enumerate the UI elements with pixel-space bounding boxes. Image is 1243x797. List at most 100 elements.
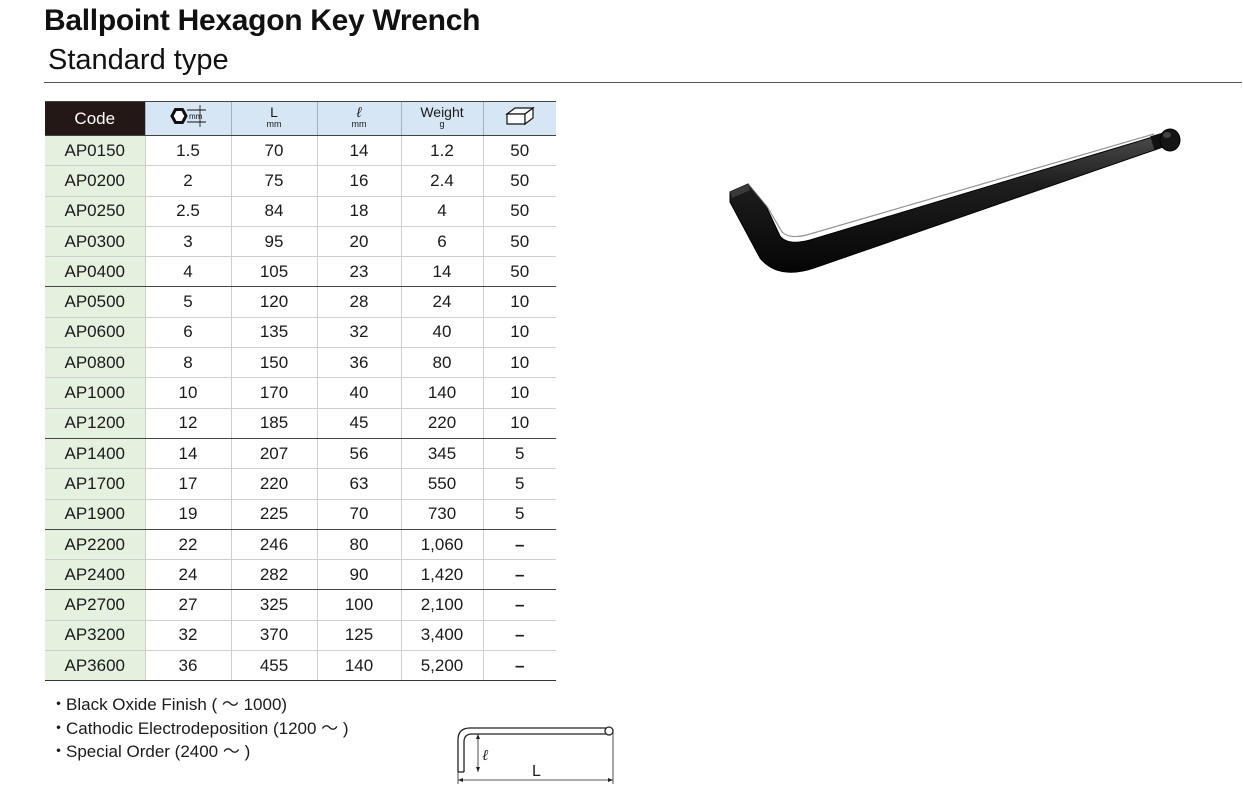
cell-code: AP1000 <box>45 377 145 409</box>
cell-code: AP0250 <box>45 196 145 227</box>
length-label: L <box>270 104 278 120</box>
col-header-code: Code <box>45 101 145 136</box>
spec-table: Code mm L mm <box>45 101 556 682</box>
cell-quantity: 10 <box>482 317 556 349</box>
cell-length: 70 <box>230 135 317 167</box>
cell-quantity: 5 <box>482 438 556 470</box>
cell-short-length: 18 <box>316 196 401 227</box>
cell-weight: 40 <box>400 317 483 349</box>
cell-code: AP2400 <box>45 559 145 591</box>
cell-quantity: – <box>482 650 556 682</box>
cell-length: 207 <box>230 438 317 470</box>
cell-quantity: 50 <box>482 165 556 197</box>
cell-quantity: 10 <box>482 408 556 439</box>
cell-weight: 6 <box>400 226 483 258</box>
cell-code: AP1900 <box>45 499 145 530</box>
cell-size: 10 <box>144 377 231 409</box>
title-divider <box>44 82 1242 83</box>
cell-quantity: – <box>482 589 556 621</box>
col-header-quantity <box>482 101 556 136</box>
cell-short-length: 20 <box>316 226 401 258</box>
cell-length: 150 <box>230 347 317 379</box>
cell-quantity: 5 <box>482 499 556 530</box>
cell-code: AP1700 <box>45 468 145 500</box>
page-subtitle: Standard type <box>48 44 229 76</box>
cell-short-length: 23 <box>316 256 401 288</box>
cell-code: AP0600 <box>45 317 145 349</box>
weight-label: Weight <box>420 104 464 120</box>
cell-quantity: – <box>482 620 556 652</box>
cell-length: 120 <box>230 286 317 318</box>
cell-quantity: 10 <box>482 286 556 318</box>
cell-weight: 5,200 <box>400 650 483 682</box>
short-length-label: ℓ <box>356 104 362 120</box>
cell-size: 1.5 <box>144 135 231 167</box>
note-item: ・Cathodic Electrodeposition (1200 ～ ) <box>50 718 349 738</box>
cell-size: 5 <box>144 286 231 318</box>
cell-size: 24 <box>144 559 231 591</box>
cell-quantity: 50 <box>482 135 556 167</box>
long-length-dim-label: L <box>532 763 541 780</box>
hex-key-wrench-image <box>718 118 1188 293</box>
cell-short-length: 45 <box>316 408 401 439</box>
cell-code: AP0200 <box>45 165 145 197</box>
cell-size: 14 <box>144 438 231 470</box>
cell-length: 75 <box>230 165 317 197</box>
cell-length: 246 <box>230 529 317 561</box>
cell-short-length: 63 <box>316 468 401 500</box>
cell-code: AP0400 <box>45 256 145 288</box>
cell-length: 170 <box>230 377 317 409</box>
cell-size: 32 <box>144 620 231 652</box>
cell-short-length: 16 <box>316 165 401 197</box>
box-quantity-icon <box>503 104 537 133</box>
cell-short-length: 140 <box>316 650 401 682</box>
cell-size: 22 <box>144 529 231 561</box>
cell-code: AP3600 <box>45 650 145 682</box>
cell-length: 325 <box>230 589 317 621</box>
cell-weight: 1,420 <box>400 559 483 591</box>
cell-length: 135 <box>230 317 317 349</box>
length-unit: mm <box>266 119 282 129</box>
cell-length: 220 <box>230 468 317 500</box>
cell-length: 84 <box>230 196 317 227</box>
cell-short-length: 28 <box>316 286 401 318</box>
cell-quantity: 10 <box>482 377 556 409</box>
short-length-unit: mm <box>351 119 367 129</box>
page-title: Ballpoint Hexagon Key Wrench <box>44 4 481 37</box>
cell-code: AP2200 <box>45 529 145 561</box>
cell-length: 105 <box>230 256 317 288</box>
weight-unit: g <box>439 119 445 129</box>
cell-weight: 1,060 <box>400 529 483 561</box>
cell-size: 4 <box>144 256 231 288</box>
cell-short-length: 56 <box>316 438 401 470</box>
note-item: ・Special Order (2400 ～ ) <box>50 742 251 761</box>
cell-size: 12 <box>144 408 231 439</box>
short-length-dim-label: ℓ <box>482 748 488 764</box>
cell-length: 455 <box>230 650 317 682</box>
cell-weight: 2,100 <box>400 589 483 621</box>
cell-quantity: 10 <box>482 347 556 379</box>
cell-length: 225 <box>230 499 317 530</box>
cell-code: AP0800 <box>45 347 145 379</box>
cell-short-length: 80 <box>316 529 401 561</box>
cell-length: 95 <box>230 226 317 258</box>
cell-weight: 140 <box>400 377 483 409</box>
cell-length: 370 <box>230 620 317 652</box>
cell-size: 2.5 <box>144 196 231 227</box>
col-header-length: L mm <box>230 101 317 136</box>
